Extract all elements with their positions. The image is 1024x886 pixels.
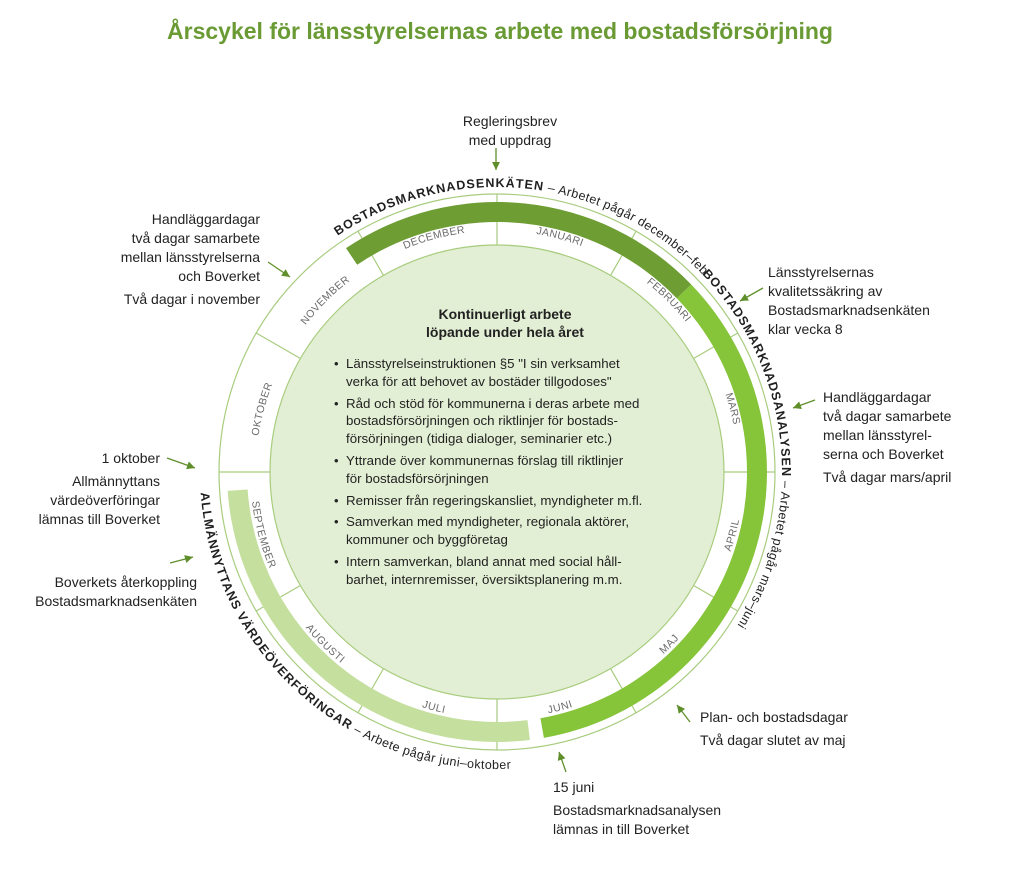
handlaggardagar-mars-arrow-head <box>793 401 802 410</box>
annotation-line: 15 juni <box>553 779 595 795</box>
list-item: Länsstyrelseinstruktionen §5 "I sin verk… <box>330 355 670 391</box>
15-juni-arrow-head <box>557 752 566 761</box>
list-item-line: barhet, internremisser, översiktsplaneri… <box>346 571 623 587</box>
annotation-15-juni: 15 juni Bostadsmarknadsanalysen lämnas i… <box>553 778 753 839</box>
continuous-work-list: Länsstyrelseinstruktionen §5 "I sin verk… <box>330 355 670 589</box>
list-item: Intern samverkan, bland annat med social… <box>330 553 670 589</box>
annotation-line: Bostadsmarknadsenkäten <box>768 302 930 318</box>
annotation-line: Två dagar mars/april <box>823 469 952 485</box>
annotation-line: två dagar samarbete <box>131 230 260 246</box>
list-item-line: Remisser från regeringskansliet, myndigh… <box>346 492 643 508</box>
annotation-plan-och-bostadsdagar: Plan- och bostadsdagar Två dagar slutet … <box>700 708 900 750</box>
annotation-line: Två dagar slutet av maj <box>700 732 846 748</box>
annotation-line: Boverkets återkoppling <box>54 574 197 590</box>
continuous-work-heading: Kontinuerligt arbete löpande under hela … <box>340 305 670 341</box>
list-item-line: försörjningen (tidiga dialoger, seminari… <box>346 431 613 447</box>
annotation-line: lämnas in till Boverket <box>553 821 690 837</box>
list-item-line: Råd och stöd för kommunerna i deras arbe… <box>346 395 640 411</box>
annotation-line: kvalitetssäkring av <box>768 283 883 299</box>
list-item: Samverkan med myndigheter, regionala akt… <box>330 513 670 549</box>
month-label-juli: JULI <box>421 698 447 716</box>
annotation-kvalitetssakring: Länsstyrelsernas kvalitetssäkring av Bos… <box>768 263 968 339</box>
annotation-line: 1 oktober <box>101 450 160 466</box>
annotation-line: Handläggardagar <box>823 389 932 405</box>
list-item-line: bostadsförsörjningen och riktlinjer för … <box>346 413 618 429</box>
annotation-line: Allmännyttans <box>72 473 160 489</box>
list-item-line: för bostadsförsörjningen <box>346 470 489 486</box>
annotation-line: klar vecka 8 <box>768 321 843 337</box>
list-item: Yttrande över kommunernas förslag till r… <box>330 452 670 488</box>
heading-line: Kontinuerligt arbete <box>438 306 572 322</box>
month-divider <box>255 332 301 360</box>
annotation-line: serna och Boverket <box>823 446 944 462</box>
annotation-line: Regleringsbrev <box>462 113 558 129</box>
annotation-1-oktober: 1 oktober Allmännyttans värdeöverföringa… <box>30 449 160 529</box>
heading-line: löpande under hela året <box>426 324 584 340</box>
annotation-line: värdeöverföringar <box>50 492 160 508</box>
bostadsmarknadsanalysen-band <box>540 284 767 738</box>
annotation-handlaggardagar-november: Handläggardagar två dagar samarbete mell… <box>90 210 260 309</box>
annotation-regleringsbrev: Regleringsbrev med uppdrag <box>420 112 600 150</box>
annotation-aterkoppling: Boverkets återkoppling Bostadsmarknadsen… <box>20 573 197 611</box>
list-item-line: Länsstyrelseinstruktionen §5 "I sin verk… <box>346 356 620 371</box>
aterkoppling-arrow-head <box>184 555 193 563</box>
kvalitetssakring-arrow-head <box>740 293 749 301</box>
list-item-line: Intern samverkan, bland annat med social… <box>346 553 622 569</box>
regleringsbrev-arrow-head <box>492 162 500 170</box>
annotation-line: och Boverket <box>178 268 260 284</box>
page-title: Årscykel för länsstyrelsernas arbete med… <box>167 18 833 44</box>
annotation-line: lämnas till Boverket <box>38 511 160 527</box>
plan-och-bostadsdagar-arrow-head <box>677 705 686 714</box>
list-item-line: Yttrande över kommunernas förslag till r… <box>346 452 624 468</box>
list-item-line: Samverkan med myndigheter, regionala akt… <box>346 514 630 530</box>
list-item: Remisser från regeringskansliet, myndigh… <box>330 492 670 510</box>
handlaggardagar-november-arrow-head <box>281 269 290 277</box>
list-item-line: verka för att behovet av bostäder tillgo… <box>346 373 612 389</box>
annotation-line: mellan länsstyrel- <box>823 427 932 443</box>
annotation-line: Bostadsmarknadsenkäten <box>35 593 197 609</box>
annotation-arrows <box>166 148 816 773</box>
bostadsmarknadsenkaten-band <box>346 202 692 299</box>
list-item: Råd och stöd för kommunerna i deras arbe… <box>330 395 670 448</box>
annotation-line: Bostadsmarknadsanalysen <box>553 802 722 818</box>
annotation-line: två dagar samarbete <box>823 408 952 424</box>
annotation-line: Plan- och bostadsdagar <box>700 709 848 725</box>
annotation-line: med uppdrag <box>468 132 552 148</box>
annotation-line: mellan länsstyrelserna <box>120 249 260 265</box>
annotation-line: Handläggardagar <box>151 211 260 227</box>
continuous-work-panel: Kontinuerligt arbete löpande under hela … <box>330 305 670 593</box>
annotation-line: Två dagar i november <box>123 291 260 307</box>
annotation-line: Länsstyrelsernas <box>768 264 874 280</box>
annotation-handlaggardagar-mars: Handläggardagar två dagar samarbete mell… <box>823 388 1013 487</box>
list-item-line: kommuner och byggföretag <box>346 532 508 548</box>
oktober-arrow-head <box>186 461 195 470</box>
allmannyttans-vardeoverforingar-band <box>227 489 530 742</box>
